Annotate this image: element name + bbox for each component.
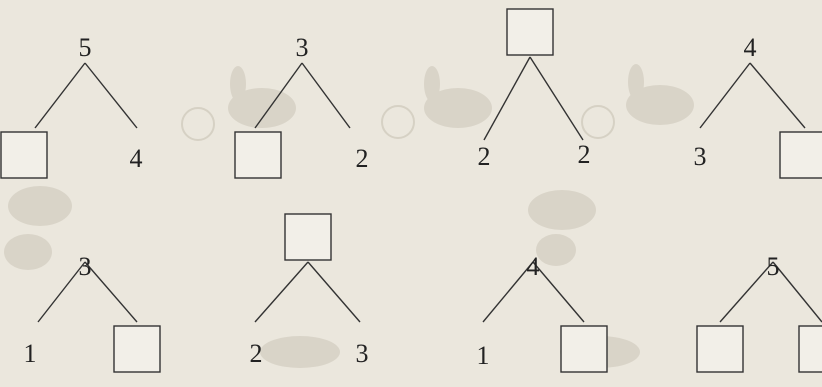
right-branch-line: [85, 262, 137, 322]
left-number: 2: [478, 142, 491, 171]
left-answer-box[interactable]: [1, 132, 47, 178]
right-answer-box[interactable]: [780, 132, 822, 178]
right-number: 3: [356, 339, 369, 368]
number-bond-tree: 31: [24, 252, 161, 372]
right-branch-line: [533, 262, 584, 322]
right-answer-box[interactable]: [561, 326, 607, 372]
greater-than-circle-icon: [382, 106, 414, 138]
top-number: 4: [744, 33, 757, 62]
top-number: 3: [296, 33, 309, 62]
right-number: 2: [578, 140, 591, 169]
right-branch-line: [85, 63, 137, 128]
left-branch-line: [484, 57, 530, 140]
right-answer-box[interactable]: [114, 326, 160, 372]
left-answer-box[interactable]: [697, 326, 743, 372]
right-number: 2: [356, 144, 369, 173]
equals-circle-icon: [182, 108, 214, 140]
left-number: 2: [250, 339, 263, 368]
right-number: 4: [130, 144, 143, 173]
top-number: 5: [79, 33, 92, 62]
number-bond-tree: 54: [1, 33, 143, 178]
left-branch-line: [700, 63, 750, 128]
right-answer-box[interactable]: [799, 326, 822, 372]
rabbit-icon: [626, 64, 694, 125]
left-number: 1: [24, 339, 37, 368]
top-answer-box[interactable]: [285, 214, 331, 260]
left-branch-line: [483, 262, 533, 322]
right-branch-line: [773, 262, 822, 322]
less-than-circle-icon: [582, 106, 614, 138]
background-decorations: [4, 64, 694, 368]
right-branch-line: [308, 262, 360, 322]
left-number: 1: [477, 341, 490, 370]
left-branch-line: [35, 63, 85, 128]
top-answer-box[interactable]: [507, 9, 553, 55]
top-number: 4: [527, 252, 540, 281]
rabbit-icon: [424, 66, 492, 128]
right-branch-line: [750, 63, 805, 128]
right-branch-line: [302, 63, 350, 128]
left-answer-box[interactable]: [235, 132, 281, 178]
number-bond-tree: 43: [694, 33, 822, 178]
number-bond-tree: 5: [697, 252, 822, 372]
top-number: 3: [79, 252, 92, 281]
right-branch-line: [530, 57, 583, 140]
number-bond-tree: 41: [477, 252, 608, 372]
left-branch-line: [720, 262, 773, 322]
top-number: 5: [767, 252, 780, 281]
left-branch-line: [255, 262, 308, 322]
flower-icon: [4, 186, 72, 270]
left-number: 3: [694, 142, 707, 171]
